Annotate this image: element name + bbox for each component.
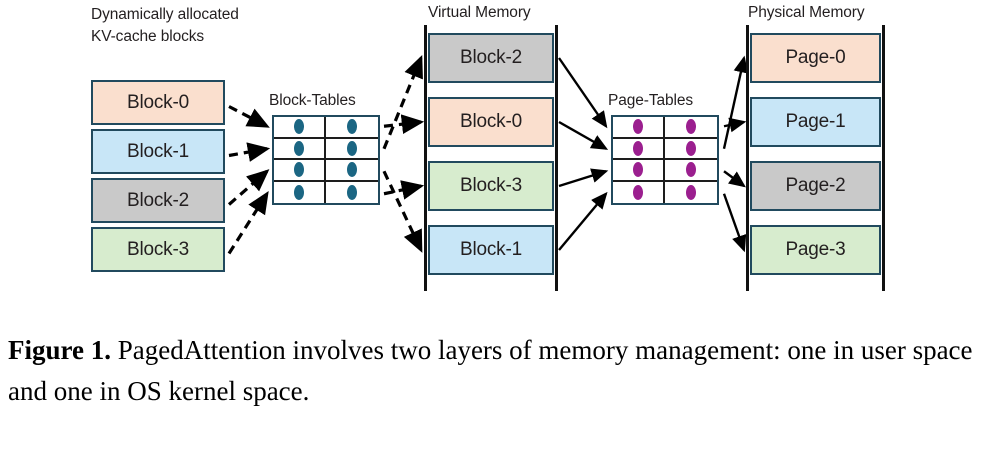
page-tables-title: Page-Tables: [608, 92, 694, 109]
figure-caption: Figure 1. PagedAttention involves two la…: [8, 330, 992, 412]
virtual-memory-right-rail: [555, 25, 558, 291]
physical-memory-slot-label: Page-2: [785, 175, 846, 196]
block-table-cell[interactable]: [326, 117, 378, 139]
ellipse-dot-icon: [294, 140, 304, 156]
page-table-cell[interactable]: [613, 160, 665, 182]
page-table-cell[interactable]: [665, 139, 717, 160]
physical-memory-left-rail: [746, 25, 749, 291]
ellipse-dot-icon: [294, 184, 304, 200]
page-table-cell[interactable]: [665, 182, 717, 204]
ellipse-dot-icon: [633, 140, 643, 156]
arrow-kv-to-block-table: [227, 191, 269, 255]
pagedattention-diagram: Dynamically allocated KV-cache blocks Bl…: [91, 4, 885, 291]
physical-memory-slot-label: Page-0: [785, 47, 846, 68]
physical-memory-slot: Page-2: [750, 161, 881, 211]
physical-memory-right-rail: [882, 25, 885, 291]
block-tables-title: Block-Tables: [269, 92, 356, 109]
kv-cache-block: Block-0: [91, 80, 225, 125]
kv-cache-block-label: Block-2: [127, 189, 189, 211]
arrow-kv-to-block-table: [228, 142, 271, 162]
arrow-page-table-to-physical: [722, 55, 749, 150]
virtual-memory-slot: Block-0: [428, 97, 554, 147]
ellipse-dot-icon: [347, 119, 357, 135]
block-table-cell[interactable]: [274, 117, 326, 139]
block-table-cell[interactable]: [326, 139, 378, 160]
wires-kv-to-block-tables: [227, 105, 271, 255]
ellipse-dot-icon: [686, 162, 696, 178]
kv-cache-block-label: Block-1: [127, 140, 189, 162]
arrow-kv-to-block-table: [227, 169, 270, 206]
arrow-page-table-to-physical: [722, 193, 747, 253]
page-table-cell[interactable]: [613, 181, 665, 203]
wires-block-tables-to-virtual: [382, 55, 425, 253]
virtual-memory-title: Virtual Memory: [428, 4, 531, 21]
arrow-block-table-to-virtual: [383, 180, 425, 200]
virtual-memory-slot-label: Block-3: [460, 175, 522, 196]
ellipse-dot-icon: [294, 162, 304, 178]
kv-cache-block: Block-1: [91, 129, 225, 174]
ellipse-dot-icon: [633, 119, 643, 135]
page-table-cell[interactable]: [613, 117, 665, 139]
block-table-cell[interactable]: [326, 182, 378, 204]
virtual-memory-slot-label: Block-0: [460, 111, 522, 132]
wires-virtual-to-page-tables: [558, 57, 609, 251]
virtual-memory-left-rail: [424, 25, 427, 291]
ellipse-dot-icon: [686, 140, 696, 156]
kv-cache-block: Block-2: [91, 178, 225, 223]
physical-memory-slot: Page-1: [750, 97, 881, 147]
figure-caption-text: PagedAttention involves two layers of me…: [8, 335, 973, 406]
kv-cache-title-line1: Dynamically allocated: [91, 6, 239, 23]
physical-memory-title: Physical Memory: [748, 4, 865, 21]
block-table-cell[interactable]: [274, 138, 326, 160]
ellipse-dot-icon: [686, 119, 696, 135]
physical-memory-slot: Page-3: [750, 225, 881, 275]
arrow-page-table-to-physical: [723, 117, 747, 133]
arrow-virtual-to-page-table: [558, 120, 609, 150]
ellipse-dot-icon: [686, 184, 696, 200]
ellipse-dot-icon: [633, 184, 643, 200]
arrow-virtual-to-page-table: [558, 57, 608, 129]
page-table-cell[interactable]: [665, 117, 717, 139]
kv-cache-block-label: Block-0: [127, 91, 189, 113]
block-table-cell[interactable]: [274, 181, 326, 203]
kv-cache-block: Block-3: [91, 227, 225, 272]
virtual-memory-slot-label: Block-2: [460, 47, 522, 68]
arrow-page-table-to-physical: [723, 170, 746, 188]
ellipse-dot-icon: [347, 140, 357, 156]
virtual-memory-slot: Block-1: [428, 225, 554, 275]
physical-memory-slot-label: Page-1: [785, 111, 846, 132]
connector-arrows: [227, 55, 749, 255]
kv-cache-block-label: Block-3: [127, 238, 189, 260]
arrow-kv-to-block-table: [228, 105, 270, 128]
arrow-virtual-to-page-table: [558, 168, 609, 188]
block-table-cell[interactable]: [274, 160, 326, 182]
physical-memory-slot: Page-0: [750, 33, 881, 83]
page-tables-grid[interactable]: [611, 115, 719, 205]
arrow-block-table-to-virtual: [382, 170, 423, 253]
block-table-cell[interactable]: [326, 160, 378, 182]
ellipse-dot-icon: [347, 184, 357, 200]
ellipse-dot-icon: [347, 162, 357, 178]
virtual-memory-slot-label: Block-1: [460, 239, 522, 260]
block-tables-grid[interactable]: [272, 115, 380, 205]
virtual-memory-slot: Block-2: [428, 33, 554, 83]
arrow-block-table-to-virtual: [382, 55, 423, 150]
ellipse-dot-icon: [294, 119, 304, 135]
ellipse-dot-icon: [633, 162, 643, 178]
arrow-block-table-to-virtual: [383, 114, 425, 135]
arrow-virtual-to-page-table: [558, 191, 608, 251]
figure-caption-label: Figure 1.: [8, 335, 111, 365]
page-table-cell[interactable]: [665, 160, 717, 182]
wires-page-tables-to-physical: [722, 55, 749, 253]
page-table-cell[interactable]: [613, 138, 665, 160]
virtual-memory-slot: Block-3: [428, 161, 554, 211]
physical-memory-slot-label: Page-3: [785, 239, 846, 260]
kv-cache-title-line2: KV-cache blocks: [91, 28, 205, 45]
